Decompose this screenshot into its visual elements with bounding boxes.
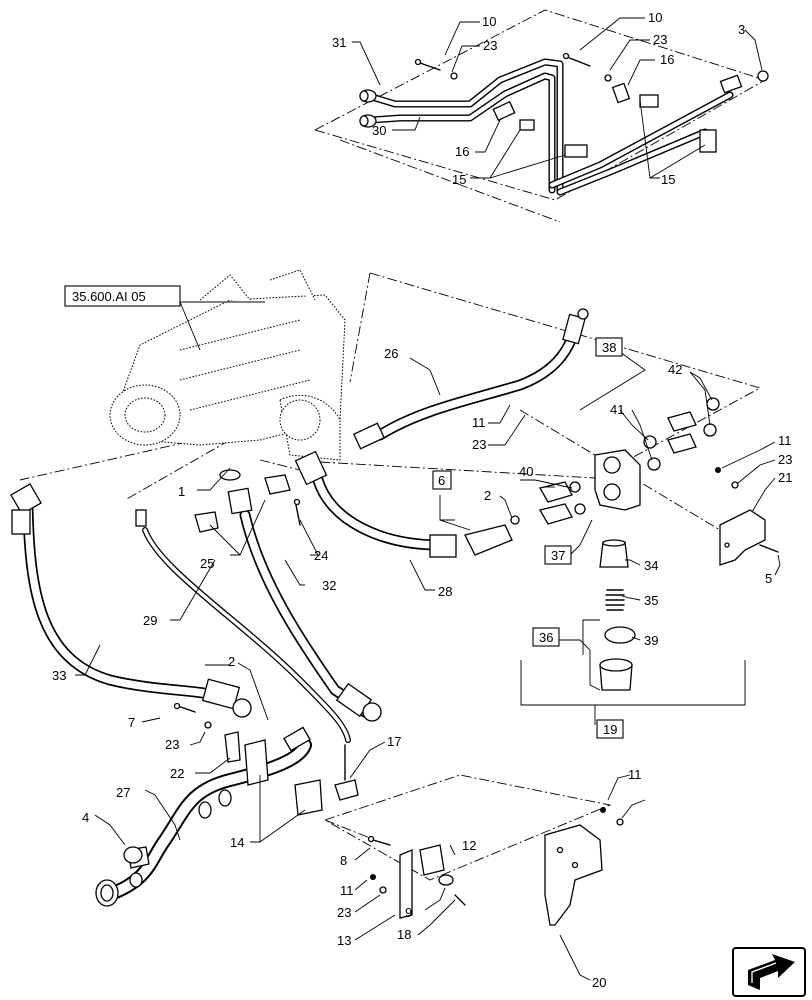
callout-38: 38 <box>602 340 616 355</box>
callout-34: 34 <box>644 558 658 573</box>
hose-33 <box>10 483 252 718</box>
callout-30: 30 <box>372 123 386 138</box>
bolt-10-left <box>414 58 458 80</box>
callout-18: 18 <box>397 927 411 942</box>
callout-41: 41 <box>610 402 624 417</box>
callout-37: 37 <box>551 548 565 563</box>
callout-23e: 23 <box>165 737 179 752</box>
hose-29 <box>135 509 351 743</box>
leader-lines <box>75 17 781 981</box>
boxed-callouts: 6 19 36 37 38 <box>432 337 624 739</box>
fitting-17 <box>334 744 359 801</box>
hose-32 <box>227 487 382 722</box>
callout-11a: 11 <box>472 415 486 430</box>
callout-26: 26 <box>384 346 398 361</box>
callout-23a: 23 <box>483 38 497 53</box>
callout-4: 4 <box>82 810 89 825</box>
callout-36: 36 <box>539 630 553 645</box>
callout-2b: 2 <box>228 654 235 669</box>
callout-40: 40 <box>519 464 533 479</box>
callout-numbers: 1 2 2 3 4 5 6 7 8 9 10 10 11 11 11 11 12… <box>52 10 792 990</box>
next-page-arrow-icon[interactable] <box>732 947 806 997</box>
callout-16b: 16 <box>455 144 469 159</box>
callout-21: 21 <box>778 470 792 485</box>
hose-26 <box>352 308 589 450</box>
reference-text: 35.600.AI 05 <box>72 289 146 304</box>
callout-29: 29 <box>143 613 157 628</box>
callout-11c: 11 <box>340 883 354 898</box>
callout-1: 1 <box>178 484 185 499</box>
callout-33: 33 <box>52 668 66 683</box>
callout-3: 3 <box>738 22 745 37</box>
callout-6: 6 <box>438 473 445 488</box>
pipe-27 <box>95 726 312 907</box>
callout-20: 20 <box>592 975 606 990</box>
callout-15b: 15 <box>661 172 675 187</box>
valve-block-37 <box>539 397 720 525</box>
bracket-20 <box>544 807 624 926</box>
hose-28 <box>294 450 457 558</box>
callout-27: 27 <box>116 785 130 800</box>
callout-32: 32 <box>322 578 336 593</box>
callout-7: 7 <box>128 715 135 730</box>
nut-4 <box>123 846 143 864</box>
callout-24: 24 <box>314 548 328 563</box>
clamps-14-22 <box>173 702 323 816</box>
callout-23d: 23 <box>778 452 792 467</box>
callout-42: 42 <box>668 362 682 377</box>
callout-15a: 15 <box>452 172 466 187</box>
callout-13: 13 <box>337 933 351 948</box>
fitting-3 <box>719 70 769 94</box>
callout-17: 17 <box>387 734 401 749</box>
callout-31: 31 <box>332 35 346 50</box>
fitting-31 <box>359 89 377 103</box>
callout-19: 19 <box>603 722 617 737</box>
callout-35: 35 <box>644 593 658 608</box>
fitting-6 <box>464 515 520 556</box>
check-valve-parts <box>599 539 636 691</box>
pump-assembly-phantom <box>109 269 346 461</box>
callout-16a: 16 <box>660 52 674 67</box>
top-pipe-assembly <box>359 52 769 196</box>
callout-39: 39 <box>644 633 658 648</box>
lower-bracket-13 <box>367 835 466 919</box>
reference-callout-box[interactable]: 35.600.AI 05 <box>64 285 181 307</box>
callout-22: 22 <box>170 766 184 781</box>
callout-8: 8 <box>340 853 347 868</box>
callout-9: 9 <box>405 905 412 920</box>
callout-2a: 2 <box>484 488 491 503</box>
callout-23f: 23 <box>337 905 351 920</box>
fitting-30 <box>359 114 377 128</box>
callout-12: 12 <box>462 838 476 853</box>
callout-25: 25 <box>200 556 214 571</box>
callout-11b: 11 <box>778 433 792 448</box>
callout-10b: 10 <box>648 10 662 25</box>
callout-10a: 10 <box>482 14 496 29</box>
callout-14: 14 <box>230 835 244 850</box>
callout-28: 28 <box>438 584 452 599</box>
bracket-21 <box>715 467 779 566</box>
bolt-10-right <box>562 52 612 82</box>
callout-5: 5 <box>765 571 772 586</box>
callout-11d: 11 <box>628 767 642 782</box>
callout-23c: 23 <box>472 437 486 452</box>
callout-23b: 23 <box>653 32 667 47</box>
